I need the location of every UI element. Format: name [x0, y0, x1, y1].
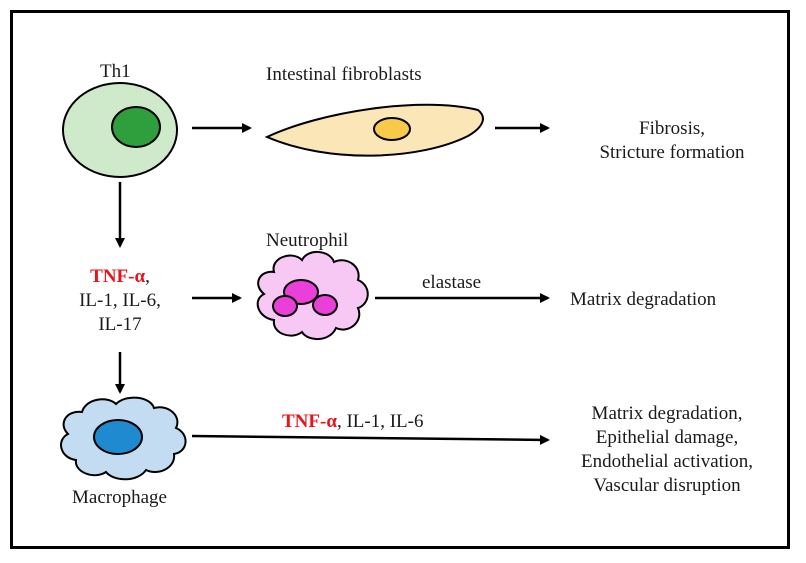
- macrophage-cytokines-label: TNF-α, IL-1, IL-6: [282, 410, 423, 434]
- macrophage-outcome-line-4: Vascular disruption: [593, 475, 741, 496]
- th1-cell: [62, 82, 178, 178]
- fibrosis-outcome: Fibrosis, Stricture formation: [572, 117, 772, 165]
- fibrosis-outcome-line-1: Fibrosis,: [639, 118, 705, 139]
- cytokine-separator: ,: [145, 266, 150, 287]
- neutrophil-label: Neutrophil: [266, 230, 349, 251]
- macrophage-outcome-line-2: Epithelial damage,: [595, 427, 739, 448]
- cytokine-list: TNF-α, IL-1, IL-6, IL-17: [68, 265, 172, 337]
- tnf-alpha-label: TNF-α: [90, 266, 146, 287]
- cytokine-line-2: IL-1, IL-6,: [79, 290, 161, 311]
- neutrophil-outcome: Matrix degradation: [570, 289, 717, 310]
- cytokine-line-1: TNF-α,: [68, 265, 172, 289]
- macrophage-label: Macrophage: [72, 487, 167, 508]
- macrophage-outcomes: Matrix degradation, Epithelial damage, E…: [552, 402, 782, 498]
- fibroblast-label: Intestinal fibroblasts: [266, 64, 422, 85]
- macrophage-cell: [60, 396, 187, 481]
- diagram-frame: [10, 10, 790, 549]
- macro-cytokines-rest: , IL-1, IL-6: [336, 411, 424, 432]
- neutrophil-cell: [256, 251, 369, 340]
- fibrosis-outcome-line-2: Stricture formation: [599, 142, 745, 163]
- cytokine-line-3: IL-17: [98, 314, 142, 335]
- arrow-macrophage-to-outcomes: [191, 434, 550, 445]
- th1-label: Th1: [100, 61, 131, 82]
- fibroblast-cell: [264, 103, 484, 157]
- macrophage-outcome-line-3: Endothelial activation,: [580, 451, 753, 472]
- elastase-label: elastase: [422, 272, 482, 293]
- macrophage-outcome-line-1: Matrix degradation,: [591, 403, 743, 424]
- macro-tnf-alpha-label: TNF-α: [282, 411, 337, 432]
